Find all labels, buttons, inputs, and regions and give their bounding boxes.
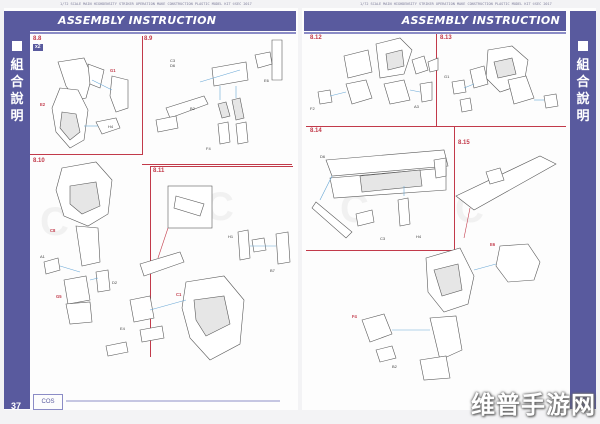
svg-text:D6: D6 bbox=[320, 154, 326, 159]
banner-title-left: ASSEMBLY INSTRUCTION bbox=[58, 14, 217, 27]
step-label-8-14: 8.14 bbox=[310, 128, 322, 134]
step-label-8-11: 8.11 bbox=[153, 168, 165, 174]
svg-text:E4: E4 bbox=[120, 326, 126, 331]
page-number-left: 37 bbox=[11, 401, 22, 411]
arm-assembly-drawing: C8 A1 G5 D2 bbox=[40, 161, 118, 325]
site-watermark: 维普手游网 bbox=[471, 391, 596, 419]
linkage-drawing: C3 D6 B2 E6 F4 bbox=[155, 39, 283, 151]
footer-progress-bar bbox=[66, 400, 280, 402]
svg-text:B2: B2 bbox=[392, 364, 398, 369]
hip-completed-drawing: G1 bbox=[444, 45, 559, 113]
svg-text:B2: B2 bbox=[190, 106, 196, 111]
svg-text:H1: H1 bbox=[228, 234, 234, 239]
left-page bbox=[4, 8, 298, 410]
banner-stripe-right bbox=[304, 32, 566, 34]
step-label-8-15: 8.15 bbox=[458, 140, 470, 146]
svg-text:A3: A3 bbox=[414, 104, 420, 109]
svg-text:C1: C1 bbox=[176, 292, 182, 297]
svg-text:B7: B7 bbox=[270, 268, 276, 273]
svg-text:F4: F4 bbox=[206, 146, 211, 151]
svg-text:H4: H4 bbox=[416, 234, 422, 239]
mech-leg-drawing: E2 G1 H4 bbox=[40, 57, 129, 149]
svg-text:D2: D2 bbox=[112, 280, 118, 285]
step-label-8-9: 8.9 bbox=[144, 36, 153, 42]
sidebar-square-icon bbox=[578, 41, 588, 51]
topline-left: 1/72 SCALE MAIN HIGHDENSITY STRIKER OPER… bbox=[60, 2, 252, 6]
svg-text:C3: C3 bbox=[380, 236, 386, 241]
sidebar-label-left: 組合說明 bbox=[10, 58, 24, 124]
topline-right: 1/72 SCALE MAIN HIGHDENSITY STRIKER OPER… bbox=[360, 2, 552, 6]
svg-text:C8: C8 bbox=[50, 228, 56, 233]
panel-step-8-12 bbox=[306, 34, 437, 127]
svg-text:G1: G1 bbox=[444, 74, 450, 79]
right-sidebar: 組合說明 bbox=[570, 11, 596, 409]
left-sidebar: 組合說明 37 bbox=[4, 11, 30, 411]
banner-title-right: ASSEMBLY INSTRUCTION bbox=[401, 14, 560, 27]
svg-text:A1: A1 bbox=[40, 254, 46, 259]
arm-weapon-drawing: H1 B7 C1 E4 bbox=[105, 185, 291, 361]
svg-text:F4: F4 bbox=[352, 314, 358, 319]
step-label-8-12: 8.12 bbox=[310, 35, 322, 41]
sidebar-label-right: 組合說明 bbox=[576, 58, 590, 124]
mech-with-rifle-drawing: E6 F4 B2 bbox=[352, 155, 557, 381]
svg-text:G5: G5 bbox=[56, 294, 62, 299]
svg-text:D6: D6 bbox=[170, 63, 176, 68]
banner-left: ASSEMBLY INSTRUCTION bbox=[30, 11, 296, 34]
svg-text:F2: F2 bbox=[310, 106, 315, 111]
step-label-8-10: 8.10 bbox=[33, 158, 45, 164]
panel-step-8-9 bbox=[142, 36, 292, 165]
step-label-8-8: 8.8 bbox=[33, 36, 42, 42]
svg-text:E6: E6 bbox=[264, 78, 270, 83]
svg-text:C3: C3 bbox=[170, 58, 176, 63]
quantity-badge: x2 bbox=[33, 44, 43, 51]
svg-text:E6: E6 bbox=[490, 242, 496, 247]
panel-step-8-8 bbox=[30, 36, 143, 155]
step-label-8-13: 8.13 bbox=[440, 35, 452, 41]
svg-text:G1: G1 bbox=[110, 68, 116, 73]
brand-logo: COS bbox=[33, 394, 63, 410]
banner-right: ASSEMBLY INSTRUCTION bbox=[304, 11, 566, 34]
hip-assembly-drawing: F2 A3 bbox=[310, 37, 439, 111]
panel-step-8-14 bbox=[306, 126, 455, 251]
rifle-drawing: D6 C3 H4 bbox=[311, 149, 449, 241]
banner-stripe-left bbox=[30, 32, 296, 34]
panel-step-8-13 bbox=[436, 34, 566, 127]
svg-text:E2: E2 bbox=[40, 102, 46, 107]
svg-text:H4: H4 bbox=[108, 124, 114, 129]
sidebar-square-icon bbox=[12, 41, 22, 51]
